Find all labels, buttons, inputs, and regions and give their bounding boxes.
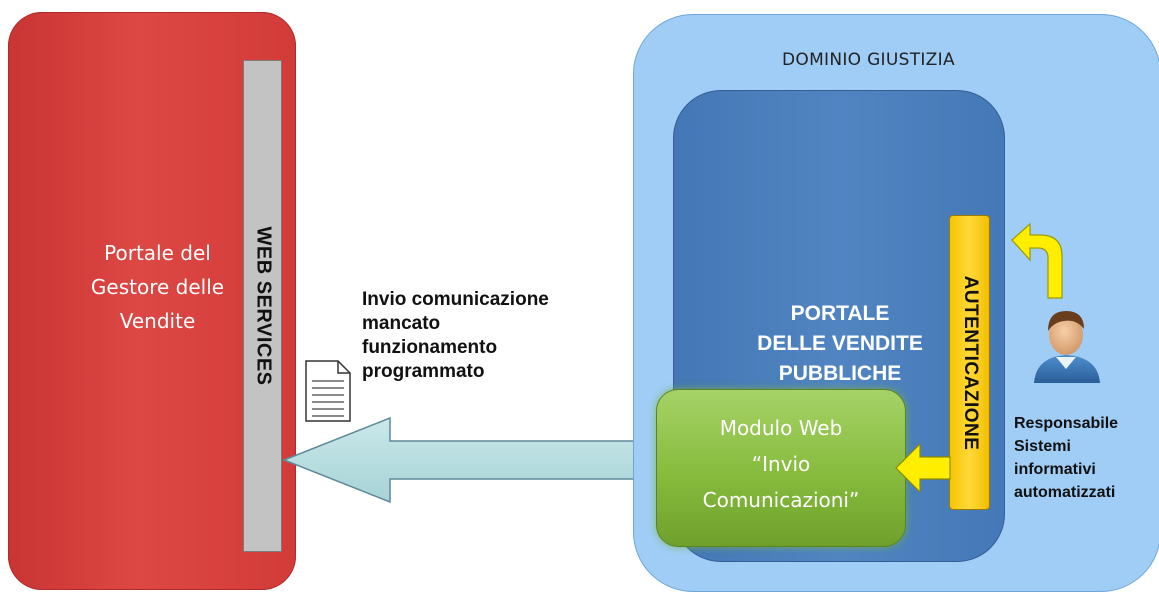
domain-label: DOMINIO GIUSTIZIA [782,50,955,70]
portale-title: PORTALE DELLE VENDITE PUBBLICHE [757,302,923,385]
modulo-web-box [656,389,906,547]
autenticazione-bar: AUTENTICAZIONE [949,215,990,510]
document-icon [305,360,351,422]
gestore-title: Portale del Gestore delle Vendite [90,241,225,333]
web-services-label: WEB SERVICES [252,226,274,386]
responsabile-label: Responsabile Sistemi informativi automat… [1014,415,1119,501]
message-label: Invio comunicazione mancato funzionament… [362,289,549,382]
person-icon [1034,311,1100,383]
curved-arrow-icon [1011,222,1063,299]
big-left-arrow-icon [281,416,677,504]
web-services-bar: WEB SERVICES [243,60,282,552]
small-left-arrow-icon [895,442,951,494]
autenticazione-label: AUTENTICAZIONE [959,275,981,450]
modulo-web-label: Modulo Web “Invio Comunicazioni” [702,416,860,512]
